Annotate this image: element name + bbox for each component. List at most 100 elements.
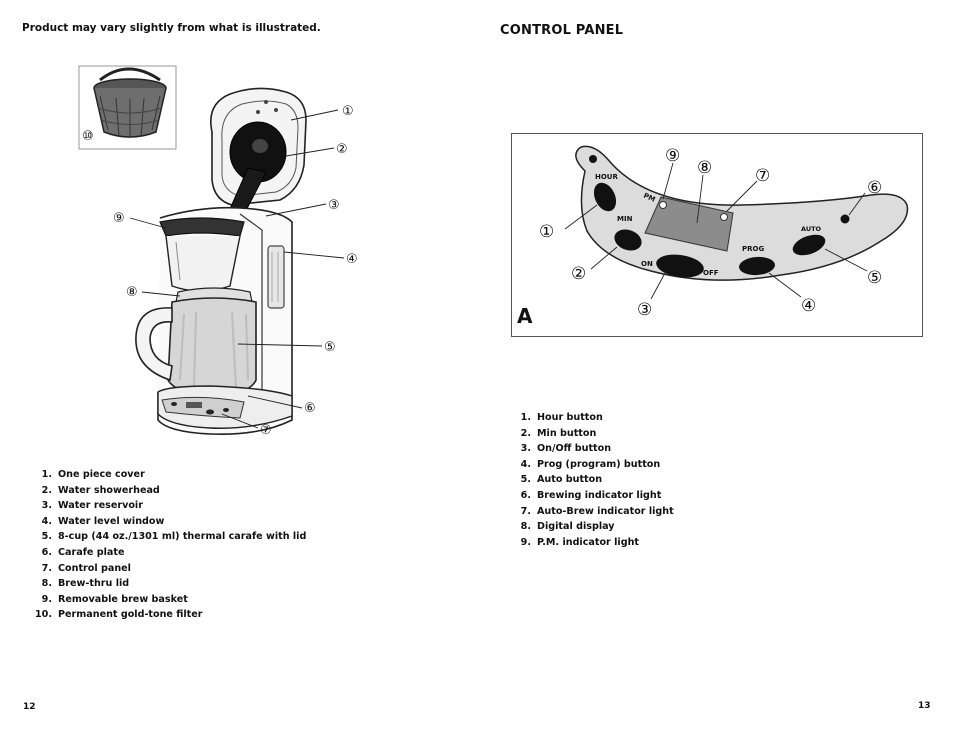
- prog-button[interactable]: [738, 256, 775, 276]
- panel-callout-5: ⑤: [867, 268, 882, 288]
- control-panel-heading: CONTROL PANEL: [500, 23, 624, 38]
- gold-tone-filter-drawing: [93, 67, 167, 138]
- list-item: 1. Hour button: [505, 410, 674, 426]
- min-button[interactable]: [611, 226, 644, 254]
- list-item-label: Control panel: [58, 562, 131, 574]
- list-item-number: 4.: [520, 458, 531, 470]
- auto-label: AUTO: [801, 225, 822, 233]
- page-number-right: 13: [918, 701, 931, 711]
- prog-label: PROG: [742, 245, 764, 253]
- list-item-label: Auto button: [537, 474, 603, 486]
- list-item: 5. 8-cup (44 oz./1301 ml) thermal carafe …: [22, 529, 307, 545]
- control-panel-list: 1. Hour button 2. Min button 3. On/Off button…: [505, 410, 674, 550]
- panel-callout-1: ①: [539, 222, 554, 242]
- list-item: 8. Brew-thru lid: [22, 576, 306, 592]
- list-item: 6. Carafe plate: [22, 545, 306, 561]
- list-item-number: 9.: [520, 536, 531, 548]
- panel-screw-dot: [589, 155, 597, 163]
- list-item-number: 9.: [41, 593, 52, 605]
- list-item-label: Min button: [537, 427, 597, 439]
- list-item: 5. Auto button: [505, 472, 674, 488]
- leader-lines: [129, 109, 345, 429]
- list-item-number: 3.: [41, 500, 52, 512]
- list-item-number: 3.: [520, 443, 531, 455]
- callout-2: ②: [336, 142, 348, 157]
- list-item: 3. Water reservoir: [22, 498, 306, 514]
- list-item-label: Water showerhead: [58, 484, 160, 496]
- parts-list: 1. One piece cover 2. Water showerhead 3. Wat…: [22, 467, 306, 623]
- list-item: 7. Control panel: [22, 561, 306, 577]
- hour-button[interactable]: [590, 179, 621, 215]
- auto-brew-indicator-light: [720, 213, 728, 221]
- digital-display: [644, 196, 734, 252]
- list-item-number: 1.: [41, 469, 52, 480]
- list-item-label: Permanent gold-tone filter: [58, 609, 203, 621]
- list-item-number: 10.: [35, 609, 52, 621]
- panel-shape: [575, 145, 909, 281]
- list-item-label: 8-cup (44 oz./1301 ml) thermal carafe wi…: [58, 531, 307, 543]
- list-item-label: Water reservoir: [58, 500, 143, 512]
- on-off-button[interactable]: [655, 252, 706, 280]
- list-item-label: One piece cover: [58, 469, 145, 480]
- list-item: 6. Brewing indicator light: [505, 488, 674, 504]
- list-item-number: 2.: [520, 427, 531, 439]
- list-item-number: 8.: [41, 578, 52, 590]
- list-item-label: Carafe plate: [58, 546, 125, 558]
- list-item: 2. Water showerhead: [22, 483, 306, 499]
- list-item: 3. On/Off button: [505, 441, 674, 457]
- brewer-body-drawing: [135, 206, 293, 436]
- list-item: 10. Permanent gold-tone filter: [22, 607, 306, 623]
- list-item-number: 1.: [520, 412, 531, 423]
- list-item-label: On/Off button: [537, 443, 612, 455]
- panel-callout-8: ⑧: [697, 158, 712, 178]
- list-item-number: 2.: [41, 484, 52, 496]
- callout-7: ⑦: [260, 423, 272, 438]
- list-item: 4. Water level window: [22, 514, 306, 530]
- callout-9: ⑨: [113, 211, 125, 226]
- min-label: MIN: [617, 215, 633, 223]
- list-item-label: Brew-thru lid: [58, 578, 130, 590]
- list-item-label: Hour button: [537, 412, 603, 423]
- control-panel-figure: HOUR MIN PM ON OFF PROG AUTO ① ② ③ ④ ⑤ ⑥…: [511, 133, 923, 337]
- list-item-label: Prog (program) button: [537, 458, 661, 470]
- list-item-number: 5.: [41, 531, 52, 543]
- list-item-label: P.M. indicator light: [537, 536, 639, 548]
- on-label: ON: [641, 260, 653, 268]
- list-item-number: 7.: [520, 505, 531, 517]
- list-item: 2. Min button: [505, 426, 674, 442]
- callout-3: ③: [328, 198, 340, 213]
- list-item-number: 4.: [41, 515, 52, 527]
- panel-leader-lines: [564, 162, 868, 300]
- panel-callout-6: ⑥: [867, 178, 882, 198]
- callout-10: ⑩: [82, 129, 94, 144]
- callout-6: ⑥: [304, 401, 316, 416]
- panel-callout-7: ⑦: [755, 166, 770, 186]
- list-item-number: 5.: [520, 474, 531, 486]
- callout-1: ①: [342, 104, 354, 119]
- off-label: OFF: [703, 269, 719, 277]
- callout-5: ⑤: [324, 340, 336, 355]
- list-item-label: Removable brew basket: [58, 593, 188, 605]
- list-item-label: Digital display: [537, 521, 615, 533]
- list-item-label: Brewing indicator light: [537, 489, 662, 501]
- list-item: 8.Digital display: [505, 519, 674, 535]
- list-item: 9. Removable brew basket: [22, 592, 306, 608]
- list-item-number: 7.: [41, 562, 52, 574]
- page-number-left: 12: [23, 702, 36, 712]
- list-item: 7.Auto-Brew indicator light: [505, 504, 674, 520]
- panel-callout-4: ④: [801, 296, 816, 316]
- list-item-number: 6.: [520, 489, 531, 501]
- hour-label: HOUR: [595, 173, 618, 181]
- figure-label: A: [517, 304, 533, 328]
- list-item-label: Water level window: [58, 515, 165, 527]
- pm-indicator-light: [659, 201, 667, 209]
- list-item: 9. P.M. indicator light: [505, 535, 674, 551]
- panel-callout-9: ⑨: [665, 146, 680, 166]
- panel-callout-3: ③: [637, 300, 652, 320]
- callout-8: ⑧: [126, 285, 138, 300]
- left-page-header: Product may vary slightly from what is i…: [22, 22, 321, 34]
- panel-callout-2: ②: [571, 264, 586, 284]
- list-item-number: 6.: [41, 546, 52, 558]
- auto-button[interactable]: [790, 231, 828, 260]
- callout-4: ④: [346, 252, 358, 267]
